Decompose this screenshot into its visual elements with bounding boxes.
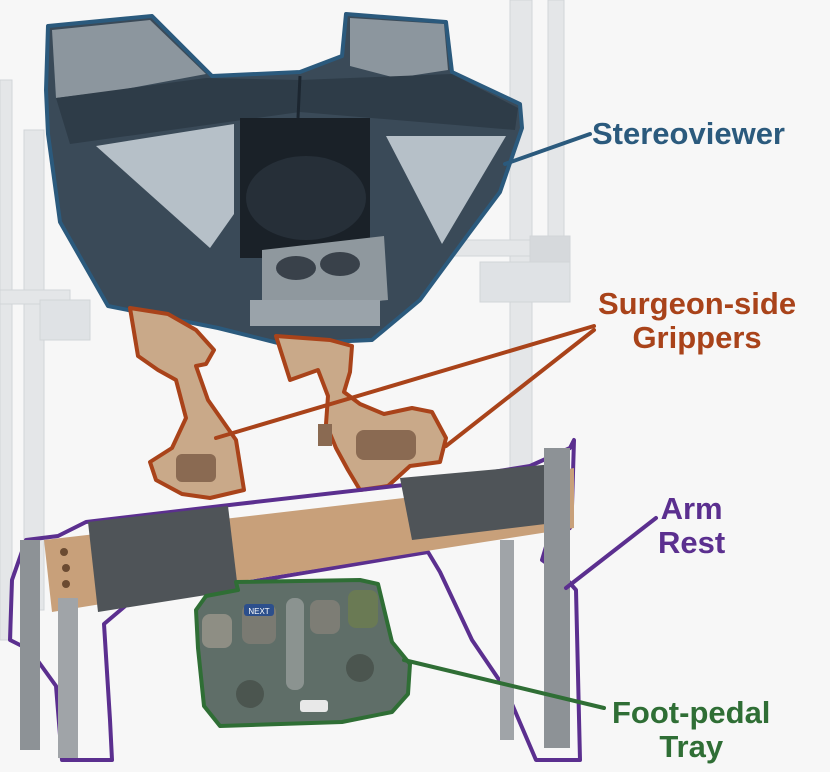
pedal-center-rail [286,598,304,690]
foot-tray-label-line-2: Tray [659,729,724,764]
pedal-next-tag-text: NEXT [248,607,269,616]
stereoviewer-callout [503,132,592,166]
foot-tray-label: Foot-pedal Tray [612,696,770,764]
foot-pedal-tray: NEXT [194,578,412,728]
pedal-3 [310,600,340,634]
stereoviewer-label: Stereoviewer [592,117,785,151]
grippers-label: Surgeon-side Grippers [598,287,796,355]
callout-lines [214,132,658,710]
pedal-1 [202,614,232,648]
arm-rest-callout [564,516,658,590]
grippers-callout-lower [444,328,596,448]
foot-tray-label-line-1: Foot-pedal [612,695,771,730]
stereoviewer [44,12,524,346]
gripper-details [176,424,416,482]
stereoviewer-label-line: Stereoviewer [592,116,785,151]
pedal-4 [348,590,378,628]
grippers-callout-upper [214,324,596,440]
grippers-label-line-2: Grippers [632,320,762,355]
arm-rest-label: Arm Rest [658,492,725,560]
left-gripper [128,306,246,500]
arm-rest-label-line-1: Arm [660,491,723,526]
foot-tray-callout [402,658,606,710]
arm-rest [8,438,582,762]
grippers-label-line-1: Surgeon-side [598,286,797,321]
pedal-next-tag [244,604,274,616]
arm-rest-label-line-2: Rest [658,525,726,560]
